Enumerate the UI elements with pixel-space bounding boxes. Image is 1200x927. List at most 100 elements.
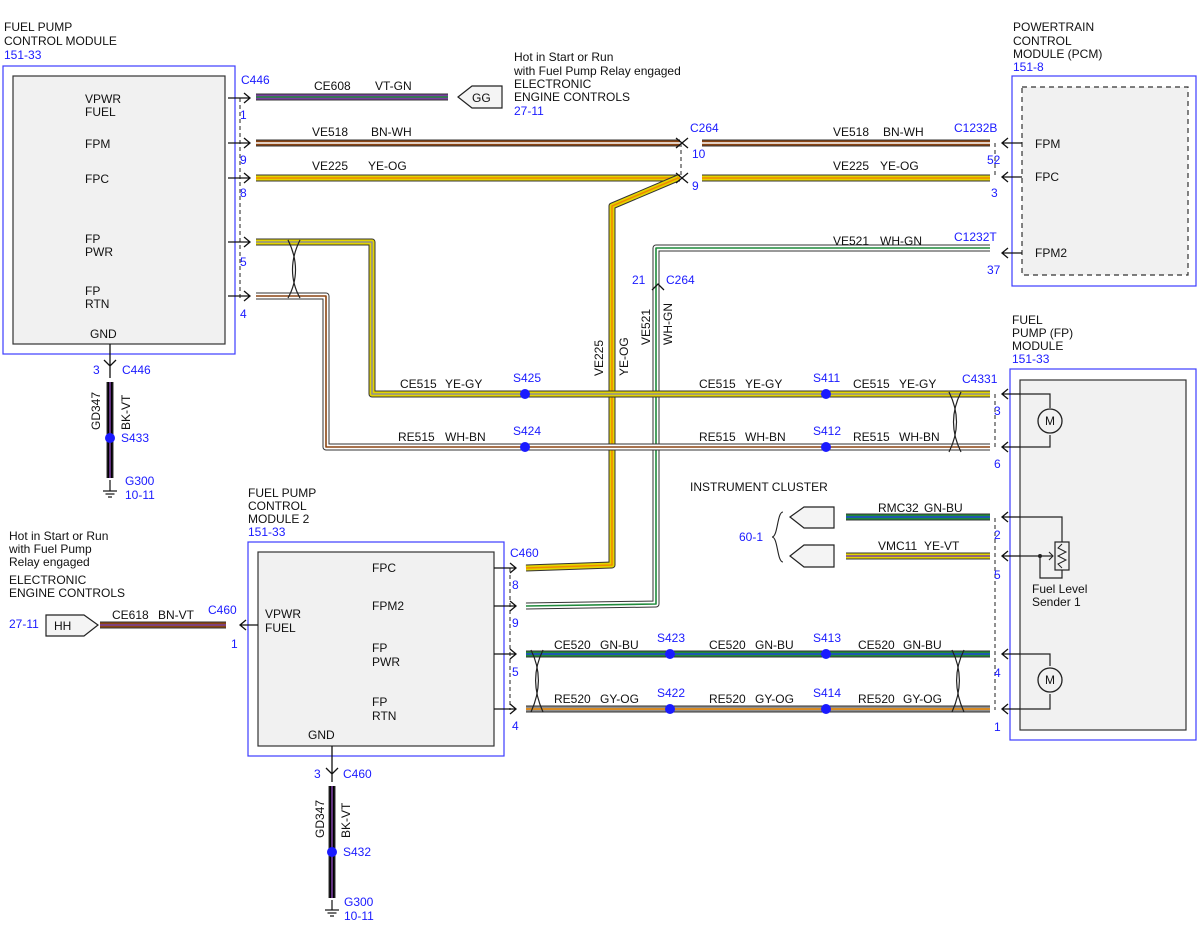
svg-text:CE608: CE608 xyxy=(314,79,351,93)
svg-text:CE515: CE515 xyxy=(853,377,890,391)
svg-text:MODULE 2: MODULE 2 xyxy=(248,512,310,526)
svg-text:VPWR: VPWR xyxy=(85,92,121,106)
svg-text:GD347: GD347 xyxy=(89,392,103,430)
svg-text:CE520: CE520 xyxy=(858,638,895,652)
svg-text:WH-GN: WH-GN xyxy=(661,303,675,345)
svg-text:9: 9 xyxy=(512,616,519,630)
fuel-pump-motor-wiring xyxy=(1020,393,1063,710)
svg-text:VE518: VE518 xyxy=(312,125,348,139)
svg-text:C1232B: C1232B xyxy=(954,121,997,135)
svg-text:Hot in Start or Run: Hot in Start or Run xyxy=(9,529,108,543)
hh-note: Hot in Start or Run with Fuel Pump Relay… xyxy=(8,529,125,633)
svg-text:S414: S414 xyxy=(813,686,841,700)
svg-text:INSTRUMENT CLUSTER: INSTRUMENT CLUSTER xyxy=(690,480,828,494)
svg-text:WH-GN: WH-GN xyxy=(880,234,922,248)
svg-text:BN-WH: BN-WH xyxy=(883,125,924,139)
pointer-tags xyxy=(45,85,835,637)
svg-text:4: 4 xyxy=(994,666,1001,680)
instrument-cluster-brace xyxy=(771,511,784,563)
svg-text:3: 3 xyxy=(994,404,1001,418)
svg-text:S432: S432 xyxy=(343,845,371,859)
svg-text:ELECTRONIC: ELECTRONIC xyxy=(514,77,592,91)
svg-text:FP: FP xyxy=(372,695,387,709)
fpcm-labels: FUEL PUMP CONTROL MODULE 151-33 VPWR FUE… xyxy=(4,20,121,341)
svg-text:CE520: CE520 xyxy=(709,638,746,652)
svg-text:Hot in Start or Run: Hot in Start or Run xyxy=(514,50,613,64)
svg-text:RE520: RE520 xyxy=(554,692,591,706)
svg-text:VPWR: VPWR xyxy=(265,607,301,621)
svg-text:S422: S422 xyxy=(657,686,685,700)
svg-text:BN-WH: BN-WH xyxy=(371,125,412,139)
svg-text:RTN: RTN xyxy=(372,709,396,723)
fuel-level-sender-icon xyxy=(1038,541,1070,571)
svg-text:8: 8 xyxy=(240,186,247,200)
svg-text:27-11: 27-11 xyxy=(514,104,544,118)
fuel-pump-control-module xyxy=(2,65,236,355)
svg-text:8: 8 xyxy=(512,578,519,592)
splice-s423 xyxy=(665,649,675,659)
svg-text:GN-BU: GN-BU xyxy=(755,638,794,652)
svg-text:C460: C460 xyxy=(343,767,372,781)
svg-text:5: 5 xyxy=(240,255,247,269)
svg-text:FPM: FPM xyxy=(85,137,110,151)
svg-text:151-8: 151-8 xyxy=(1013,60,1044,74)
svg-text:FUEL PUMP: FUEL PUMP xyxy=(248,486,316,500)
svg-text:60-1: 60-1 xyxy=(739,530,763,544)
svg-text:3: 3 xyxy=(93,363,100,377)
svg-text:GD347: GD347 xyxy=(313,800,327,838)
svg-text:RE520: RE520 xyxy=(709,692,746,706)
instrument-cluster-labels: INSTRUMENT CLUSTER 60-1 xyxy=(690,480,828,544)
svg-text:C460: C460 xyxy=(510,546,539,560)
svg-text:C446: C446 xyxy=(122,363,151,377)
svg-text:S413: S413 xyxy=(813,631,841,645)
svg-text:GND: GND xyxy=(308,728,335,742)
svg-text:1: 1 xyxy=(240,108,247,122)
svg-text:YE-OG: YE-OG xyxy=(617,337,631,376)
svg-text:10-11: 10-11 xyxy=(125,488,155,502)
svg-text:CONTROL: CONTROL xyxy=(1013,34,1072,48)
fpcm2-labels: FUEL PUMP CONTROL MODULE 2 151-33 VPWR F… xyxy=(248,486,404,742)
svg-text:VE521: VE521 xyxy=(639,309,653,345)
splice-s414 xyxy=(821,704,831,714)
svg-text:2: 2 xyxy=(994,528,1001,542)
svg-text:151-33: 151-33 xyxy=(248,525,286,539)
svg-text:PWR: PWR xyxy=(85,245,113,259)
svg-text:GY-OG: GY-OG xyxy=(600,692,639,706)
svg-text:GN-BU: GN-BU xyxy=(903,638,942,652)
svg-text:VE521: VE521 xyxy=(833,234,869,248)
splice-s432 xyxy=(327,847,337,857)
svg-text:MODULE (PCM): MODULE (PCM) xyxy=(1013,47,1102,61)
svg-text:27-11: 27-11 xyxy=(9,617,39,631)
svg-text:YE-GY: YE-GY xyxy=(899,377,936,391)
splices: S425 S411 S424 S412 S423 S413 S422 S414 … xyxy=(105,371,841,859)
svg-text:GN-BU: GN-BU xyxy=(924,501,963,515)
svg-text:FP: FP xyxy=(85,284,100,298)
svg-text:PWR: PWR xyxy=(372,655,400,669)
svg-text:FPM2: FPM2 xyxy=(372,599,404,613)
svg-text:M: M xyxy=(1045,673,1055,687)
svg-text:HH: HH xyxy=(54,619,71,633)
svg-text:RMC32: RMC32 xyxy=(878,501,919,515)
svg-text:BN-VT: BN-VT xyxy=(158,608,195,622)
svg-text:VMC11: VMC11 xyxy=(878,539,917,553)
module-ref: 151-33 xyxy=(4,48,42,62)
svg-text:PUMP (FP): PUMP (FP) xyxy=(1012,326,1073,340)
svg-text:CONTROL: CONTROL xyxy=(248,499,307,513)
motor-icon: M xyxy=(1037,408,1063,434)
svg-text:1: 1 xyxy=(231,637,238,651)
svg-text:GND: GND xyxy=(90,327,117,341)
powertrain-control-module xyxy=(1011,75,1197,287)
svg-text:G300: G300 xyxy=(125,474,155,488)
svg-text:FPM: FPM xyxy=(1035,137,1060,151)
svg-text:RTN: RTN xyxy=(85,297,109,311)
svg-text:VE225: VE225 xyxy=(592,340,606,376)
svg-text:WH-BN: WH-BN xyxy=(745,430,786,444)
svg-text:RE515: RE515 xyxy=(398,430,435,444)
splice-s422 xyxy=(665,704,675,714)
ground-labels: G300 10-11 G300 10-11 xyxy=(125,474,374,923)
splice-s413 xyxy=(821,649,831,659)
svg-text:FUEL: FUEL xyxy=(265,621,296,635)
svg-text:YE-OG: YE-OG xyxy=(368,159,407,173)
svg-text:RE520: RE520 xyxy=(858,692,895,706)
svg-text:5: 5 xyxy=(994,568,1001,582)
